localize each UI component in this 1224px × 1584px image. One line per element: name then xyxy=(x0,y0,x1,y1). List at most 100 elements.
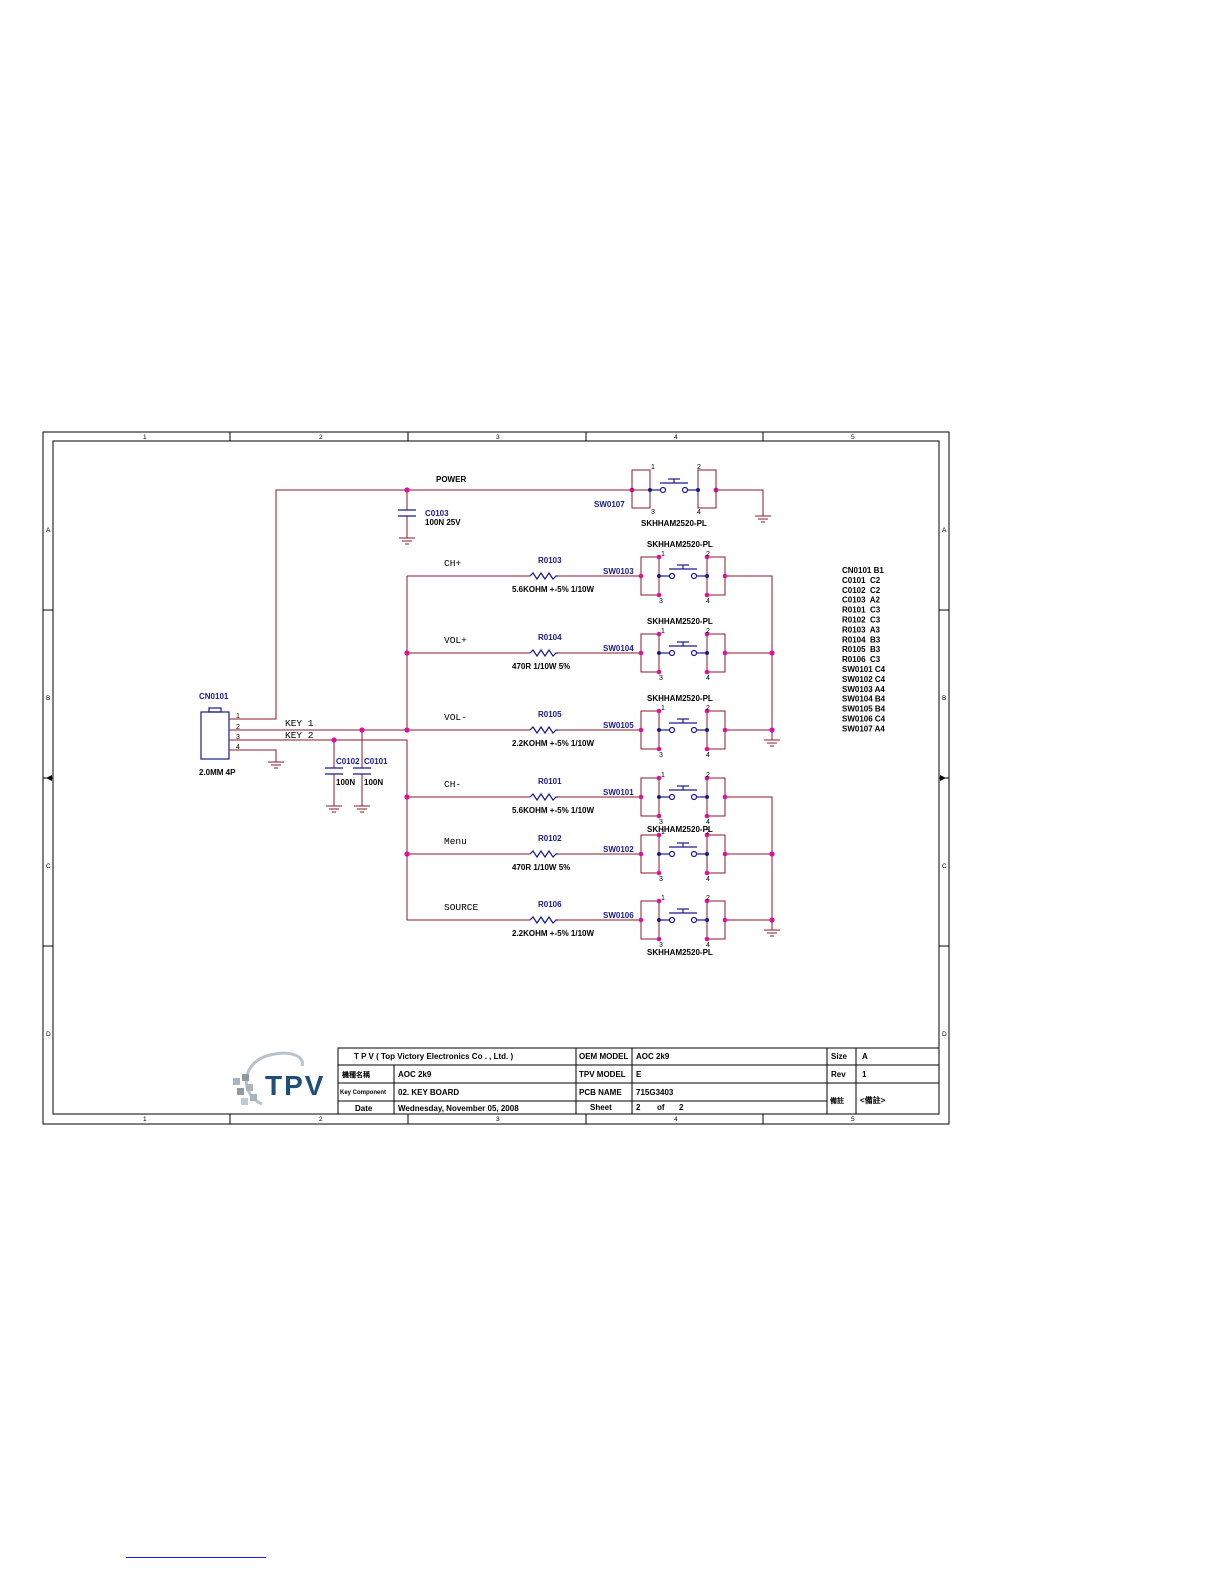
parts-index-entry: SW0105 B4 xyxy=(842,705,886,714)
switch-pin-label: 1 xyxy=(661,895,665,902)
resistor-icon xyxy=(529,571,558,581)
parts-index-entry: SW0101 C4 xyxy=(842,665,886,674)
row-label-c-right: C xyxy=(942,863,947,870)
title-sheet-label: Sheet xyxy=(590,1103,612,1112)
switch-pin-label: 2 xyxy=(706,705,710,712)
resistor-ref: R0102 xyxy=(538,834,562,843)
resistor-value: 470R 1/10W 5% xyxy=(512,863,570,872)
ground-icon xyxy=(268,761,284,769)
parts-index-entry: R0101 C3 xyxy=(842,606,881,615)
switch-pin-label: 4 xyxy=(706,942,710,949)
key-net-label: SOURCE xyxy=(444,902,479,913)
switch-ref: SW0101 xyxy=(603,788,634,797)
net-labels: KEY 1 KEY 2 xyxy=(285,718,314,741)
logo-swoosh-icon xyxy=(245,1051,304,1106)
title-company: T P V ( Top Victory Electronics Co . , L… xyxy=(354,1052,513,1061)
resistor-value: 5.6KOHM +-5% 1/10W xyxy=(512,585,594,594)
title-size-label: Size xyxy=(831,1052,848,1061)
parts-index-entry: C0102 C2 xyxy=(842,586,881,595)
switch-pin-3: 3 xyxy=(651,509,655,516)
resistor-icon xyxy=(529,915,558,925)
parts-index-entry: SW0103 A4 xyxy=(842,685,885,694)
connector-pin-1: 1 xyxy=(236,713,240,720)
connector-pin-4: 4 xyxy=(236,744,240,751)
connector-ref: CN0101 xyxy=(199,692,229,701)
switch-pin-label: 3 xyxy=(659,819,663,826)
resistor-ref: R0105 xyxy=(538,710,562,719)
capacitor-ref: C0103 xyxy=(425,509,449,518)
switch-part: SKHHAM2520-PL xyxy=(647,825,713,834)
col-label-1: 1 xyxy=(143,434,147,441)
title-sheet-number: 2 xyxy=(636,1103,641,1112)
parts-index-entry: C0103 A2 xyxy=(842,596,881,605)
col-label-5-bottom: 5 xyxy=(851,1116,855,1123)
resistor-value: 2.2KOHM +-5% 1/10W xyxy=(512,739,594,748)
col-label-3-bottom: 3 xyxy=(496,1116,500,1123)
parts-index-entry: R0102 C3 xyxy=(842,616,881,625)
switch-pin-2: 2 xyxy=(697,464,701,471)
key-net-label: VOL+ xyxy=(444,635,467,646)
parts-index-entry: R0106 C3 xyxy=(842,655,881,664)
row-label-a: A xyxy=(46,527,51,534)
col-label-4: 4 xyxy=(674,434,678,441)
switch-ref: SW0102 xyxy=(603,845,634,854)
capacitor-ref: C0101 xyxy=(364,757,388,766)
connector-value: 2.0MM 4P xyxy=(199,768,236,777)
connector-cn0101: CN0101 1 2 3 4 2.0MM 4P xyxy=(199,692,256,777)
switch-pin-label: 1 xyxy=(661,772,665,779)
key-net-label: Menu xyxy=(444,836,467,847)
switch-pin-4: 4 xyxy=(697,509,701,516)
col-label-3: 3 xyxy=(496,434,500,441)
title-rev-value: 1 xyxy=(862,1070,867,1079)
parts-index-entry: SW0104 B4 xyxy=(842,695,886,704)
switch-part: SKHHAM2520-PL xyxy=(647,948,713,957)
capacitor-ref: C0102 xyxy=(336,757,360,766)
key-net-label: VOL- xyxy=(444,712,467,723)
switch-pin-label: 2 xyxy=(706,772,710,779)
title-remark-label: 備註 xyxy=(830,1096,844,1105)
parts-index-entry: R0105 B3 xyxy=(842,645,881,654)
row-label-d-right: D xyxy=(942,1031,947,1038)
switch-pin-label: 4 xyxy=(706,876,710,883)
ground-icon xyxy=(354,805,370,813)
title-size-value: A xyxy=(862,1052,868,1061)
parts-index-entry: SW0107 A4 xyxy=(842,724,885,733)
resistor-ref: R0104 xyxy=(538,633,562,642)
ground-icon xyxy=(764,739,780,747)
switch-part: SKHHAM2520-PL xyxy=(647,617,713,626)
switch-pin-label: 2 xyxy=(706,895,710,902)
col-label-1-bottom: 1 xyxy=(143,1116,147,1123)
switch-pin-label: 1 xyxy=(661,551,665,558)
title-component-label: Key Component xyxy=(340,1090,386,1096)
switch-pin-1: 1 xyxy=(651,464,655,471)
key-net-label: CH+ xyxy=(444,558,461,569)
title-tpv-label: TPV MODEL xyxy=(579,1070,626,1079)
col-label-2-bottom: 2 xyxy=(319,1116,323,1123)
capacitor-c0101: C0101 100N xyxy=(353,757,388,787)
switch-ref: SW0104 xyxy=(603,644,634,653)
logo-text: TPV xyxy=(265,1070,325,1101)
center-mark-left-icon xyxy=(46,775,52,781)
row-label-c: C xyxy=(46,863,51,870)
row-label-b: B xyxy=(46,695,50,702)
resistor-icon xyxy=(529,849,558,859)
row-label-b-right: B xyxy=(942,695,946,702)
center-mark-right-icon xyxy=(940,775,946,781)
title-remark-value: <備註> xyxy=(860,1095,886,1105)
switch-part: SKHHAM2520-PL xyxy=(647,694,713,703)
title-block: T P V ( Top Victory Electronics Co . , L… xyxy=(337,1047,940,1115)
parts-index-entry: R0104 B3 xyxy=(842,635,881,644)
switch-pin-label: 3 xyxy=(659,876,663,883)
switch-pin-label: 2 xyxy=(706,628,710,635)
sheet-frame: 1 2 3 4 5 1 2 3 4 5 A B C D A B C D xyxy=(42,431,950,1125)
ground-icon xyxy=(755,515,771,523)
resistor-icon xyxy=(529,725,558,735)
ground-icon xyxy=(399,537,415,545)
title-sheet-of: of xyxy=(657,1103,665,1112)
capacitor-c0102: C0102 100N xyxy=(325,757,360,787)
